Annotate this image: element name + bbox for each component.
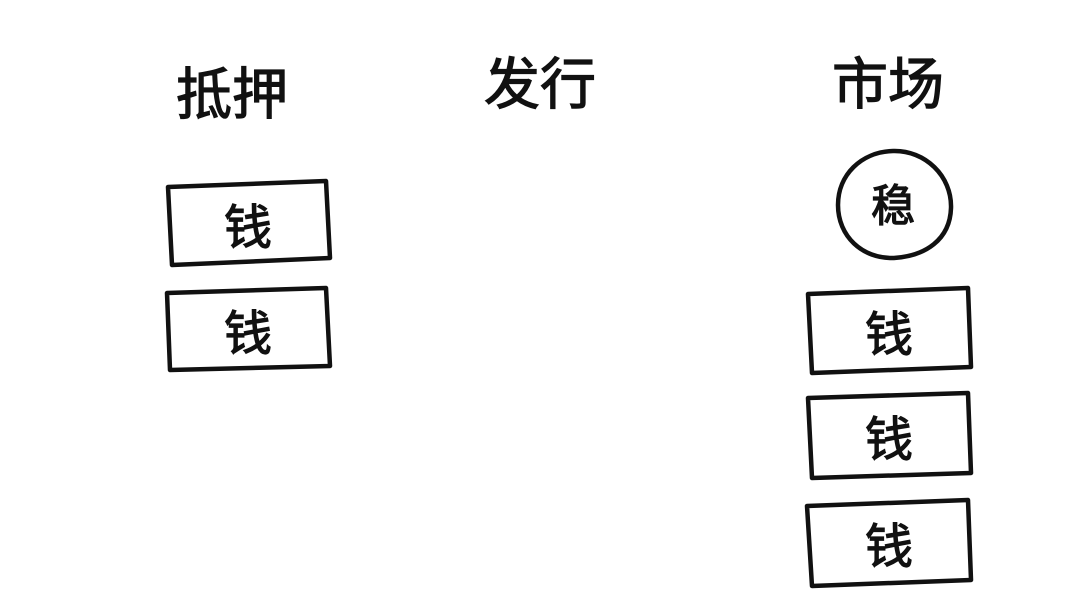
market-stable-token: 稳 bbox=[835, 148, 954, 261]
money-label: 钱 bbox=[865, 412, 913, 468]
heading-issuance: 发行 bbox=[484, 53, 596, 118]
market-money-box-1: 钱 bbox=[805, 285, 974, 376]
collateral-money-box-1: 钱 bbox=[165, 178, 333, 268]
heading-market: 市场 bbox=[832, 53, 944, 118]
money-label: 钱 bbox=[865, 307, 913, 363]
money-label: 钱 bbox=[224, 306, 272, 362]
market-money-box-3: 钱 bbox=[804, 497, 974, 589]
market-money-box-2: 钱 bbox=[805, 390, 974, 481]
collateral-money-box-2: 钱 bbox=[164, 285, 333, 373]
money-label: 钱 bbox=[224, 200, 272, 256]
stable-label: 稳 bbox=[871, 181, 915, 232]
heading-collateral: 抵押 bbox=[176, 63, 288, 128]
money-label: 钱 bbox=[865, 519, 913, 575]
